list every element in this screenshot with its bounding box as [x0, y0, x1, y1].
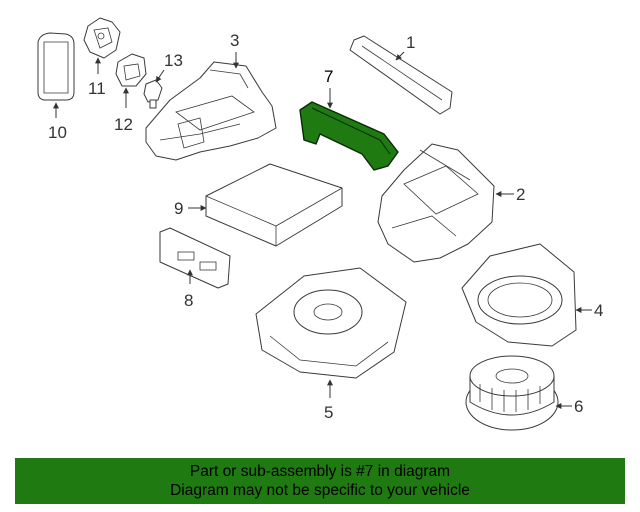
part-6-blower-motor — [465, 355, 559, 431]
callout-1: 1 — [406, 33, 415, 52]
leader-1 — [395, 51, 405, 61]
banner-line-1: Part or sub-assembly is #7 in diagram — [189, 463, 451, 480]
callout-3: 3 — [230, 31, 239, 50]
part-8-plate — [159, 227, 231, 289]
banner-line-2: Diagram may not be specific to your vehi… — [170, 482, 470, 499]
part-10-panel — [37, 32, 75, 101]
leader-13 — [155, 69, 165, 83]
parts-diagram: 10 11 12 13 3 7 1 — [37, 17, 603, 431]
part-7-seal — [299, 101, 399, 171]
callout-4: 4 — [594, 301, 603, 320]
callout-13: 13 — [164, 51, 183, 70]
part-11-bracket — [83, 17, 121, 59]
callout-10: 10 — [48, 123, 67, 142]
part-3-duct-housing — [145, 61, 277, 161]
notice-banner: Part or sub-assembly is #7 in diagram Di… — [15, 458, 625, 504]
callout-7: 7 — [324, 67, 333, 86]
callout-9: 9 — [174, 199, 183, 218]
part-12-actuator — [115, 53, 147, 87]
callout-12: 12 — [114, 115, 133, 134]
part-1-cover — [349, 35, 453, 115]
part-4-ring-housing — [461, 243, 577, 347]
callout-8: 8 — [184, 291, 193, 310]
part-2-housing — [377, 143, 495, 263]
callout-11: 11 — [88, 79, 106, 98]
part-13-sensor — [143, 79, 163, 109]
callout-2: 2 — [516, 185, 525, 204]
part-9-filter — [205, 163, 343, 247]
part-5-lower-case — [255, 267, 407, 379]
callout-6: 6 — [574, 397, 583, 416]
callout-5: 5 — [324, 403, 333, 422]
